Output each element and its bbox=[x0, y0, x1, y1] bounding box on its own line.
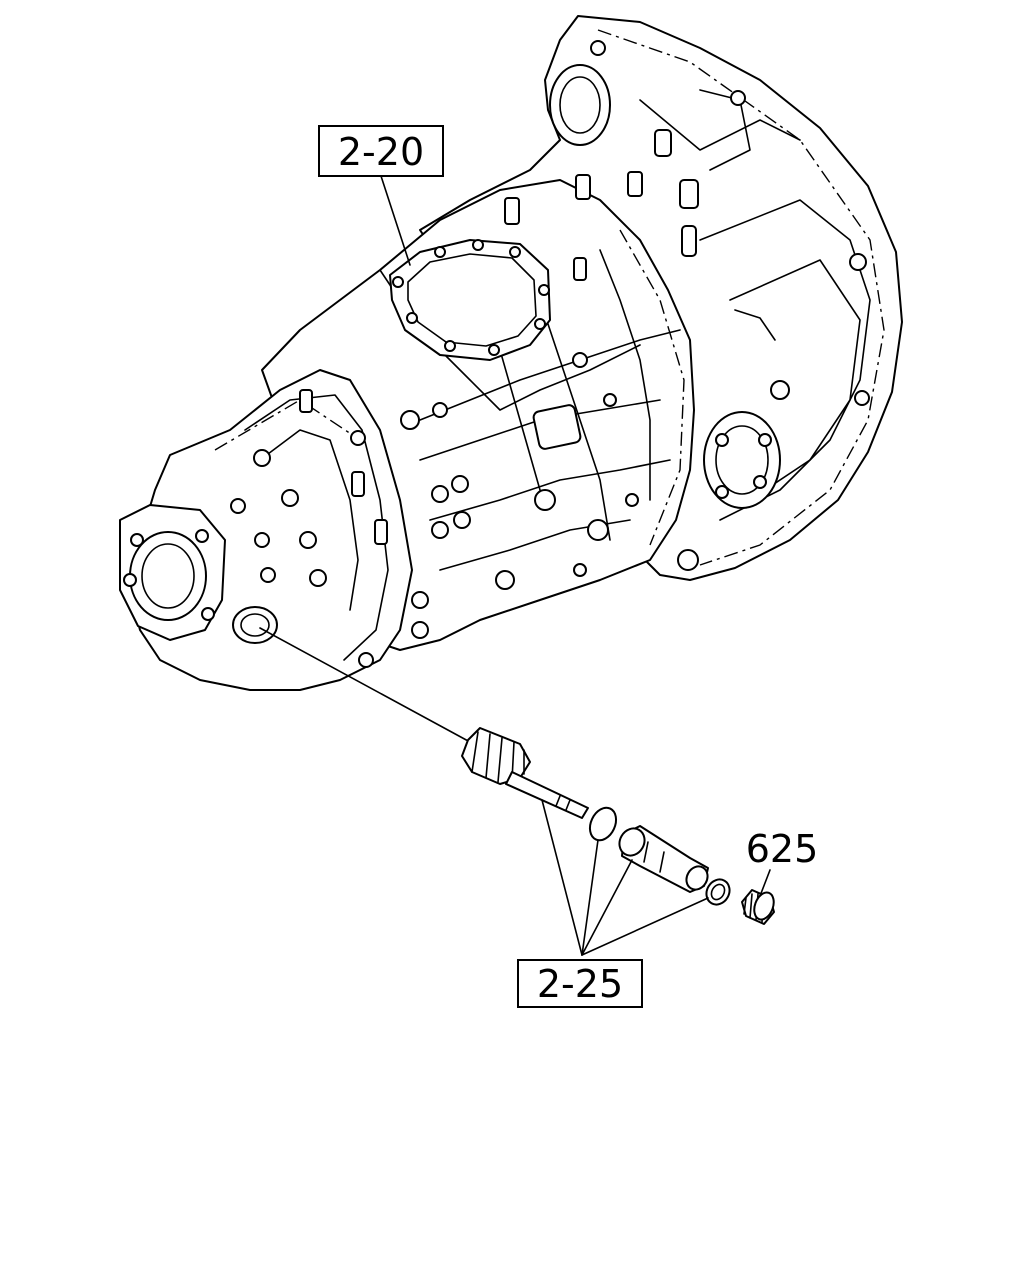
leader-line-2-25-o-ring bbox=[581, 839, 599, 956]
sleeve-icon bbox=[618, 825, 709, 893]
callout-2-20-label: 2-20 bbox=[338, 130, 424, 174]
pto-flange bbox=[703, 411, 781, 509]
part-number-label: 625 bbox=[746, 827, 819, 871]
transmission-assembly bbox=[119, 15, 903, 691]
callout-2-25-label: 2-25 bbox=[537, 962, 623, 1006]
leader-line-2-25-sleeve bbox=[581, 859, 633, 956]
speedometer-parts bbox=[259, 627, 775, 925]
output-flange bbox=[119, 504, 226, 641]
leader-line-2-25-seal bbox=[581, 897, 709, 956]
callout-2-20: 2-20 bbox=[318, 125, 444, 266]
cap-nut-icon bbox=[741, 889, 775, 925]
o-ring-icon bbox=[588, 806, 618, 842]
leader-line-2-20 bbox=[380, 175, 411, 266]
leader-line-2-25-gear bbox=[541, 799, 583, 956]
seal-icon bbox=[705, 878, 731, 906]
callout-625: 625 bbox=[746, 827, 819, 897]
installation-axis-line bbox=[259, 627, 471, 743]
driven-gear-icon bbox=[461, 727, 589, 819]
callout-2-25: 2-25 bbox=[517, 799, 709, 1008]
speedometer-bore bbox=[232, 606, 278, 644]
leader-line-625 bbox=[759, 869, 771, 897]
